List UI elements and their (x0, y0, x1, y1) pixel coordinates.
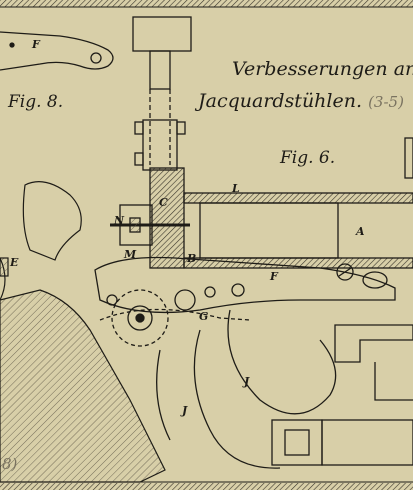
part-label-m: M (124, 248, 137, 261)
part-label-f-lower: F (270, 270, 278, 283)
part-label-b: B (187, 252, 197, 265)
partial-reference: 8) (2, 455, 18, 473)
part-label-a: A (356, 225, 365, 238)
part-label-j-upper: J (244, 375, 250, 388)
top-border (0, 0, 413, 7)
part-label-n: N (114, 214, 125, 227)
plate-title-line1: Verbesserungen an (232, 58, 413, 80)
frame-drawing (0, 181, 166, 483)
part-label-g: G (199, 310, 209, 323)
fig6-caption: Fig. 6. (280, 148, 336, 168)
shaft-drawing (132, 16, 192, 171)
fig8-lever-drawing (0, 31, 114, 71)
right-block-drawing (271, 137, 413, 466)
part-label-l: L (232, 182, 240, 195)
carriage-drawing (110, 167, 413, 289)
plate-title-ref: (3-5) (368, 93, 404, 111)
part-label-c: C (159, 196, 168, 209)
part-label-f-top: F (32, 38, 40, 51)
part-label-e: E (10, 256, 19, 269)
plate-title-main: Jacquardstühlen. (198, 90, 363, 112)
part-label-j-lower: J (182, 404, 188, 417)
bottom-border (0, 483, 413, 490)
plate-title-line2: Jacquardstühlen. (3-5) (198, 90, 404, 112)
fig8-caption: Fig. 8. (8, 92, 64, 112)
gear-mechanism-drawing (94, 256, 396, 469)
